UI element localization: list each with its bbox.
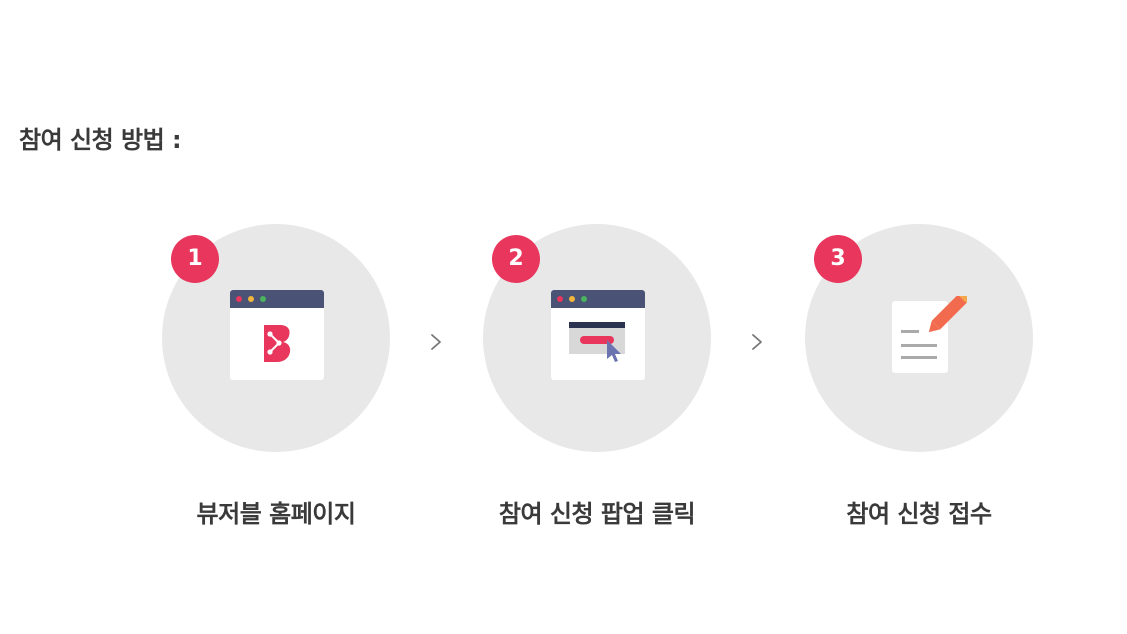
step-circle: 3 (805, 224, 1033, 452)
step-label: 참여 신청 접수 (846, 500, 992, 528)
step-label: 참여 신청 팝업 클릭 (498, 500, 696, 528)
browser-titlebar (551, 290, 645, 308)
beusable-logo-icon (264, 325, 291, 362)
document-pencil-icon (892, 290, 971, 373)
step-application-received: 3 참여 신청 접수 (805, 224, 1033, 528)
window-dot-icon (236, 296, 242, 302)
step-number-badge: 3 (814, 235, 862, 283)
chevron-right-icon (431, 334, 441, 350)
step-circle: 2 (483, 224, 711, 452)
chevron-right-icon (752, 334, 762, 350)
page-title: 참여 신청 방법 : (19, 126, 182, 154)
window-dot-icon (557, 296, 563, 302)
step-popup-click: 2 참여 신청 팝업 클릭 (483, 224, 711, 528)
window-dot-icon (581, 296, 587, 302)
step-circle: 1 (162, 224, 390, 452)
popup-window-icon (569, 322, 625, 362)
window-dot-icon (569, 296, 575, 302)
step-label: 뷰저블 홈페이지 (196, 500, 356, 528)
homepage-browser-icon (230, 290, 324, 380)
window-dot-icon (260, 296, 266, 302)
step-homepage: 1 뷰저블 홈페이지 (162, 224, 390, 528)
popup-click-icon (551, 290, 645, 380)
step-number-badge: 1 (171, 235, 219, 283)
window-dot-icon (248, 296, 254, 302)
browser-titlebar (230, 290, 324, 308)
step-number-badge: 2 (492, 235, 540, 283)
